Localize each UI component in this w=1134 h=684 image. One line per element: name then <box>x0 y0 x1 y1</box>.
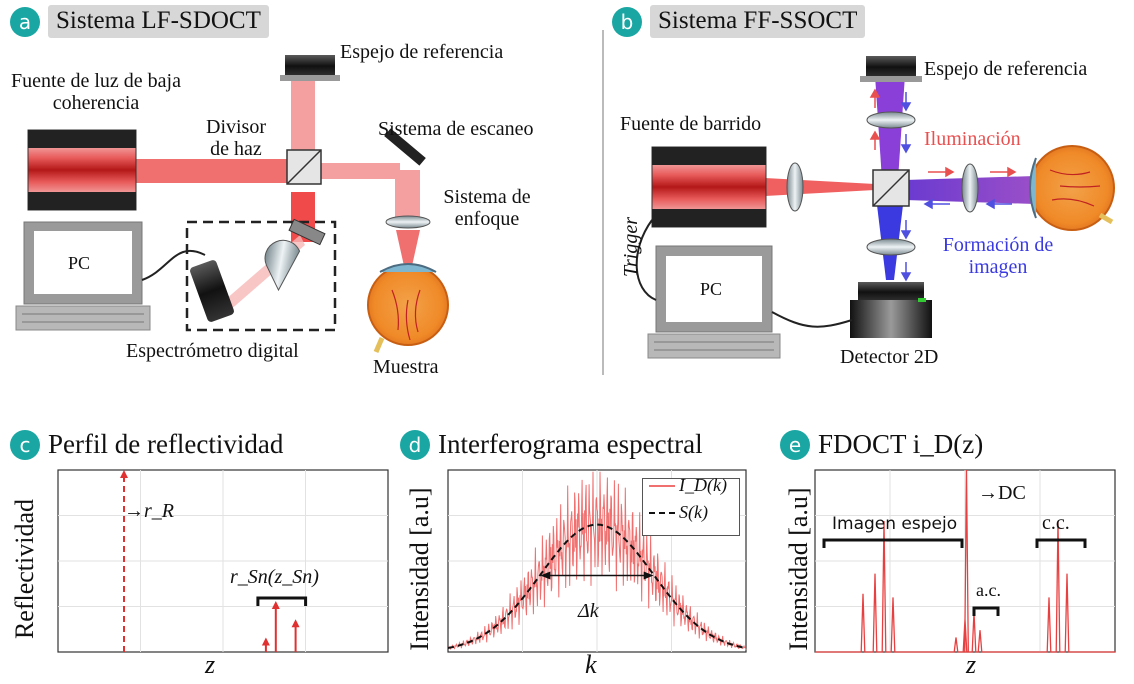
label-focus: Sistema de enfoque <box>443 186 531 230</box>
d-delta-label: Δk <box>578 600 599 622</box>
trigger-cable <box>635 219 657 301</box>
label-pc-a: PC <box>68 253 91 273</box>
d-legend: I_D(k) S(k) <box>642 475 740 536</box>
cc-bracket <box>1035 538 1087 548</box>
e-mirror-label: Imagen espejo <box>832 514 958 534</box>
badge-c: c <box>10 430 40 460</box>
label-sample: Muestra <box>373 356 439 378</box>
label-scanner: Sistema de escaneo <box>378 118 534 140</box>
sample-arm-beam <box>315 163 400 179</box>
scan-mirror <box>384 128 426 166</box>
spectrometer-lens <box>264 239 301 292</box>
e-ac-label: a.c. <box>976 580 1001 600</box>
panel-d-title: Interferograma espectral <box>438 429 703 459</box>
series-id-line <box>447 471 747 651</box>
c-ref-label: →r_R <box>124 500 174 522</box>
source-beam <box>135 159 295 183</box>
e-cc-label: c.c. <box>1042 512 1070 534</box>
lens-detector-b <box>866 238 916 256</box>
lens-sample-b <box>961 163 979 213</box>
sample-reflector-head <box>291 619 300 628</box>
ac-bracket <box>972 606 1000 616</box>
sample-reflector-head <box>261 637 270 646</box>
lens-source-b <box>786 162 804 212</box>
panel-b-title: Sistema FF-SSOCT <box>650 5 866 38</box>
delta-k-arrow-left <box>540 571 551 580</box>
diffraction-grating <box>288 218 326 246</box>
label-illumination: Iluminación <box>924 128 1021 150</box>
mirror-bracket <box>822 538 964 548</box>
label-pc-b: PC <box>700 279 723 299</box>
c-sample-label: r_Sn(z_Sn) <box>230 566 319 588</box>
spectrometer-camera <box>190 260 234 322</box>
pc-cable-b <box>771 311 853 328</box>
label-swept-source: Fuente de barrido <box>620 113 762 135</box>
e-xlabel: z <box>966 650 977 679</box>
focus-beam <box>396 230 420 275</box>
spectrometer-box <box>185 220 337 332</box>
series-s-line <box>447 523 747 649</box>
panel-a-title: Sistema LF-SDOCT <box>48 5 269 38</box>
detector-2d <box>858 282 924 302</box>
c-xlabel: z <box>205 650 216 679</box>
focus-lens-a <box>385 215 431 229</box>
d-legend-s: S(k) <box>679 502 708 522</box>
sample-reflector-head <box>271 601 280 610</box>
panel-c-title: Perfil de reflectividad <box>48 429 284 459</box>
label-spectrometer: Espectrómetro digital <box>126 340 299 362</box>
e-dc-label: →DC <box>978 482 1026 504</box>
ref-mirror-a <box>285 55 335 77</box>
label-detector: Detector 2D <box>840 346 939 368</box>
pc-cable-a <box>141 249 206 281</box>
d-xlabel: k <box>585 650 597 679</box>
ref-reflector-head <box>120 470 128 478</box>
badge-a: a <box>10 7 40 37</box>
badge-e: e <box>780 430 810 460</box>
badge-b: b <box>612 7 642 37</box>
d-legend-id: I_D(k) <box>679 475 727 495</box>
fdoct-signal <box>815 469 1115 653</box>
label-beam-splitter: Divisor de haz <box>206 116 266 160</box>
delta-k-arrow-right <box>643 571 654 580</box>
ref-mirror-b <box>866 56 916 78</box>
label-imaging: Formación de imagen <box>942 234 1054 278</box>
label-ref-mirror-b: Espejo de referencia <box>924 58 1088 80</box>
badge-d: d <box>400 430 430 460</box>
label-ref-mirror-a: Espejo de referencia <box>340 41 504 63</box>
panel-e-title: FDOCT i_D(z) <box>818 428 983 460</box>
scan-beam-down <box>395 170 420 220</box>
sample-bracket <box>256 596 308 606</box>
illumination-arrows <box>869 88 1017 178</box>
imaging-arrows <box>900 92 1012 282</box>
panel-e-title-text: FDOCT i_D(z) <box>818 429 984 459</box>
lens-ref-b <box>866 111 916 129</box>
label-light-source: Fuente de luz de baja coherencia <box>11 70 181 114</box>
